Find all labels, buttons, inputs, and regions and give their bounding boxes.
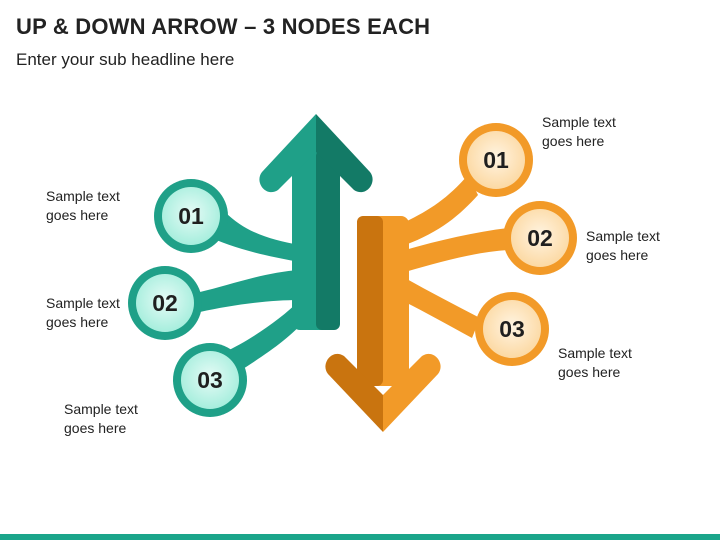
down-node-2-text: Sample text goes here bbox=[586, 228, 660, 263]
up-arrow-shaft-shade bbox=[316, 150, 340, 330]
up-branch-2 bbox=[200, 270, 300, 312]
page-subtitle: Enter your sub headline here bbox=[16, 50, 235, 69]
up-node-1-text: Sample text goes here bbox=[46, 188, 120, 223]
down-arrow-head bbox=[325, 353, 383, 432]
down-node-2: 02 bbox=[503, 201, 577, 275]
down-node-1-text: Sample text goes here bbox=[542, 114, 616, 149]
up-arrow-head-shade bbox=[316, 114, 373, 193]
down-node-3-number: 03 bbox=[499, 316, 525, 342]
up-arrow bbox=[200, 114, 373, 372]
up-node-1-number: 01 bbox=[178, 203, 204, 229]
up-branch-1 bbox=[205, 212, 300, 262]
down-node-3-text: Sample text goes here bbox=[558, 345, 632, 380]
up-node-2-number: 02 bbox=[152, 290, 178, 316]
up-node-2-text: Sample text goes here bbox=[46, 295, 120, 330]
footer-bar bbox=[0, 534, 720, 540]
down-arrow bbox=[325, 175, 508, 432]
down-node-2-number: 02 bbox=[527, 225, 553, 251]
down-branch-3 bbox=[405, 278, 480, 338]
page-title: UP & DOWN ARROW – 3 NODES EACH bbox=[16, 14, 431, 39]
up-node-3-number: 03 bbox=[197, 367, 223, 393]
down-arrow-shaft-shade bbox=[357, 216, 383, 386]
up-node-3-text: Sample text goes here bbox=[64, 401, 138, 436]
down-branch-2 bbox=[405, 228, 508, 272]
up-node-2: 02 bbox=[128, 266, 202, 340]
up-arrow-head bbox=[259, 114, 316, 193]
down-node-1-number: 01 bbox=[483, 147, 509, 173]
down-node-3: 03 bbox=[475, 292, 549, 366]
up-node-1: 01 bbox=[154, 179, 228, 253]
up-node-3: 03 bbox=[173, 343, 247, 417]
down-branch-1 bbox=[405, 175, 478, 245]
down-node-1: 01 bbox=[459, 123, 533, 197]
down-arrow-head-right bbox=[383, 353, 441, 432]
up-branch-3 bbox=[225, 300, 305, 372]
